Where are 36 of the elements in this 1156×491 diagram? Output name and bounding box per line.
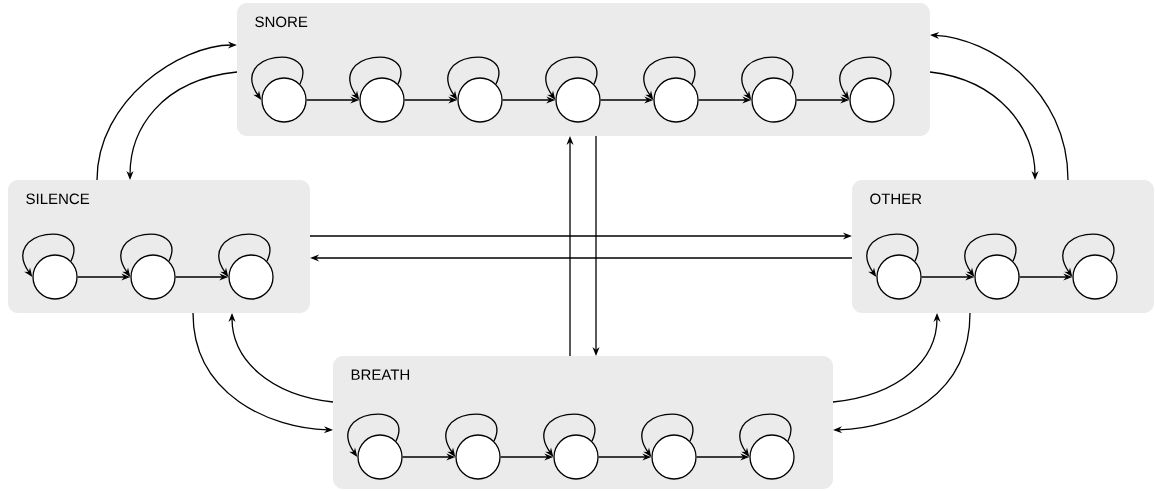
self-loop-arrow	[251, 56, 304, 100]
state-circle	[1072, 254, 1118, 300]
self-loop-arrow	[447, 56, 500, 100]
self-loop-arrow	[22, 233, 75, 277]
self-loop-arrow	[1062, 233, 1115, 277]
state-circle	[261, 77, 307, 123]
state-circle	[555, 77, 601, 123]
state-circle	[849, 77, 895, 123]
self-loop-arrow	[641, 413, 694, 457]
state-circle	[457, 77, 503, 123]
self-loop-arrow	[741, 56, 794, 100]
self-loop-arrow	[964, 233, 1017, 277]
state-circle	[553, 434, 599, 480]
state-circle	[653, 77, 699, 123]
self-loop-arrow	[739, 413, 792, 457]
state-circle	[974, 254, 1020, 300]
state-circle	[130, 254, 176, 300]
state-circle	[651, 434, 697, 480]
state-circle	[751, 77, 797, 123]
state-circle	[32, 254, 78, 300]
state-circle	[228, 254, 274, 300]
self-loop-arrow	[543, 413, 596, 457]
state-circle	[359, 77, 405, 123]
self-loop-arrow	[120, 233, 173, 277]
self-loop-arrow	[218, 233, 271, 277]
self-loop-arrow	[347, 413, 400, 457]
state-circle	[876, 254, 922, 300]
state-circle	[749, 434, 795, 480]
state-circle	[455, 434, 501, 480]
self-loop-arrow	[643, 56, 696, 100]
self-loop-arrow	[445, 413, 498, 457]
state-circle	[357, 434, 403, 480]
self-loop-arrow	[866, 233, 919, 277]
self-loop-arrow	[545, 56, 598, 100]
self-loop-arrow	[349, 56, 402, 100]
self-loop-arrow	[839, 56, 892, 100]
